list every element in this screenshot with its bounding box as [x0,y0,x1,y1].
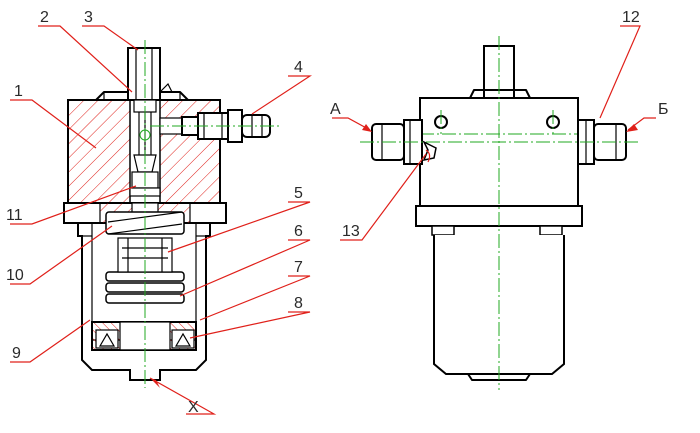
section-view [63,40,280,388]
callout-8: 8 [294,295,303,312]
port-label-b: Б [658,101,669,118]
callout-10: 10 [6,267,24,284]
valve-rod [129,99,161,197]
callout-9: 9 [12,345,21,362]
stem-part-3 [127,47,173,101]
leader-lines [10,25,656,415]
callout-11: 11 [6,207,23,224]
callout-5: 5 [294,185,303,202]
callout-13: 13 [342,223,360,240]
callout-labels: 1 2 3 4 5 6 7 8 9 10 11 12 13 А Б Х [6,9,669,416]
port-label-x: Х [188,399,199,416]
callout-2: 2 [40,9,49,26]
callout-6: 6 [294,223,303,240]
port-label-a: А [330,101,341,118]
callout-1: 1 [14,83,23,100]
exterior-view [360,36,640,390]
callout-3: 3 [84,9,93,26]
piston-part-8 [91,321,197,351]
callout-7: 7 [294,259,303,276]
callout-12: 12 [622,9,640,26]
callout-4: 4 [294,59,303,76]
